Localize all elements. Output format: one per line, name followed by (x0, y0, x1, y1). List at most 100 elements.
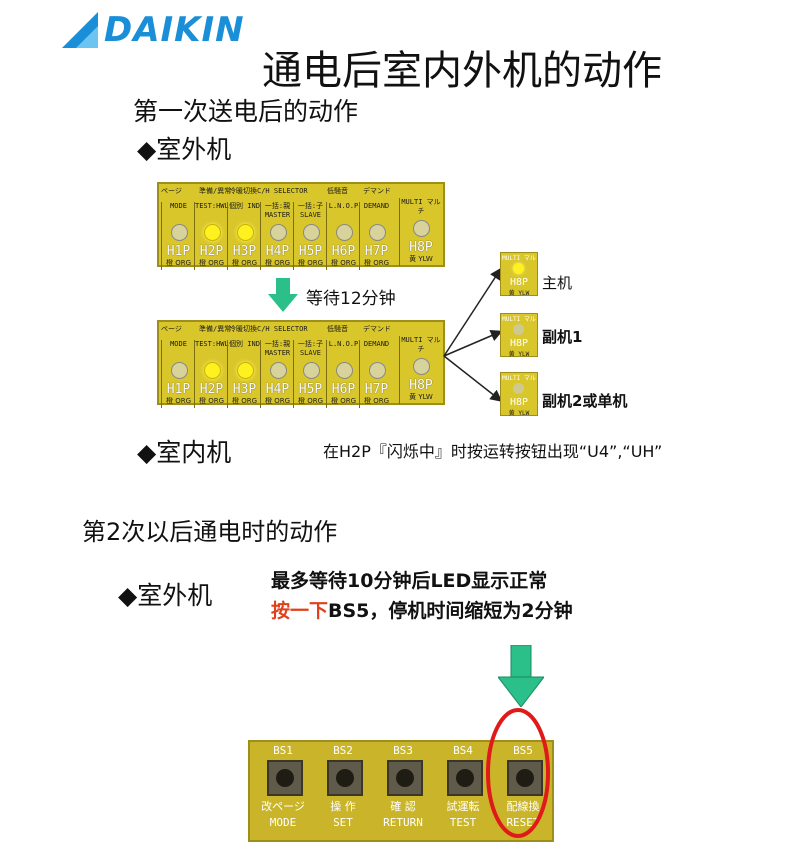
button-en-label: SET (333, 816, 353, 829)
daikin-logo-mark (62, 12, 98, 48)
button-id: BS3 (393, 744, 413, 757)
section1-heading: 第一次送电后的动作 (133, 97, 359, 126)
mini-led-off (513, 383, 524, 394)
panel-group-header: ページ (161, 325, 182, 333)
led-indicator (204, 224, 221, 241)
button-jp-label: 試運転 (446, 800, 480, 813)
led-indicator (204, 362, 221, 379)
panel-group-header: 冷暖切換C/H SELECTOR (229, 325, 308, 333)
led-caption: MODE (170, 340, 187, 348)
panel-group-header: ページ (161, 187, 182, 195)
button-jp-label: 操 作 (330, 800, 356, 813)
button-en-label: TEST (449, 816, 477, 829)
led-indicator (237, 362, 254, 379)
led-color: 橙 ORG (264, 397, 291, 405)
fanout-arrows (443, 267, 503, 402)
mini-lab: H8P (509, 397, 529, 408)
led-label: H1P (166, 244, 191, 259)
button-jp-label: 確 認 (390, 800, 416, 813)
section2-heading: 第2次以后通电时的动作 (82, 518, 338, 546)
mini-lab: H8P (509, 338, 529, 349)
press-once-text: 按一下 (271, 600, 329, 622)
led-caption: MULTI マルチ (401, 198, 441, 215)
led-label: H3P (232, 382, 257, 397)
led-color: 橙 ORG (231, 259, 258, 267)
panel-group-header: デマンド (363, 187, 391, 195)
led-color: 橙 ORG (330, 397, 357, 405)
led-label: H8P (409, 378, 433, 393)
push-switch[interactable] (327, 760, 363, 796)
role-slave2-or-single: 副机2或单机 (542, 392, 628, 410)
led-color: 橙 ORG (165, 397, 192, 405)
led-color: 橙 ORG (297, 397, 324, 405)
led-label: H7P (364, 382, 389, 397)
led-caption: L.N.O.P (328, 202, 359, 210)
led-label: H6P (331, 382, 356, 397)
push-switch[interactable] (267, 760, 303, 796)
mini-sub: 黄 YLW (508, 351, 530, 358)
button-en-label: RETURN (383, 816, 423, 829)
led-indicator (369, 224, 386, 241)
button-jp-label: 配線換 (506, 800, 540, 813)
led-indicator (303, 362, 320, 379)
mini-led-on (513, 263, 524, 274)
led-caption: TEST:HWL (195, 340, 229, 348)
led-indicator (171, 362, 188, 379)
led-indicator (237, 224, 254, 241)
led-indicator (369, 362, 386, 379)
led-label: H5P (298, 244, 323, 259)
led-label: H6P (331, 244, 356, 259)
section2-outdoor-label: ◆室外机 (118, 581, 213, 610)
led-caption: 一括:子 SLAVE (297, 340, 324, 357)
led-label: H4P (265, 244, 290, 259)
wait-label: 等待12分钟 (306, 289, 396, 309)
section2-line2: 按一下BS5，停机时间缩短为2分钟 (271, 596, 573, 623)
section1-outdoor-label: ◆室外机 (137, 135, 232, 164)
panel-group-header: 冷暖切換C/H SELECTOR (229, 187, 308, 195)
push-switch[interactable] (387, 760, 423, 796)
led-color: 黄 YLW (409, 393, 433, 401)
led-label: H2P (199, 382, 224, 397)
led-indicator (336, 224, 353, 241)
push-switch[interactable] (447, 760, 483, 796)
panel-group-header: 準備/異常 (199, 325, 232, 333)
section1-indoor-label: ◆室内机 (137, 438, 232, 467)
button-jp-label: 改ページ (261, 800, 305, 813)
led-indicator (270, 224, 287, 241)
mini-h8p-master: MULTI マルチ H8P 黄 YLW (500, 252, 538, 297)
down-arrow-large-icon (498, 645, 544, 707)
down-arrow-icon (268, 278, 298, 312)
led-label: H2P (199, 244, 224, 259)
led-caption: MULTI マルチ (401, 336, 441, 353)
mini-lab: H8P (509, 277, 529, 288)
role-slave1: 副机1 (542, 328, 583, 346)
button-en-label: RESET (506, 816, 540, 829)
led-label: H7P (364, 244, 389, 259)
button-id: BS1 (273, 744, 293, 757)
section2-line1: 最多等待10分钟后LED显示正常 (271, 570, 548, 592)
led-caption: 個別 IND (229, 340, 260, 348)
led-indicator (413, 358, 430, 375)
button-bs3[interactable]: BS3 確 認 RETURN (374, 742, 432, 842)
led-caption: 一括:親 MASTER (264, 202, 291, 219)
panel-group-header: デマンド (363, 325, 391, 333)
led-caption: MODE (170, 202, 187, 210)
push-switch[interactable] (507, 760, 543, 796)
led-indicator (270, 362, 287, 379)
mini-h8p-slave1: MULTI マルチ H8P 黄 YLW (500, 313, 538, 358)
bs5-highlight-ellipse (486, 708, 550, 838)
